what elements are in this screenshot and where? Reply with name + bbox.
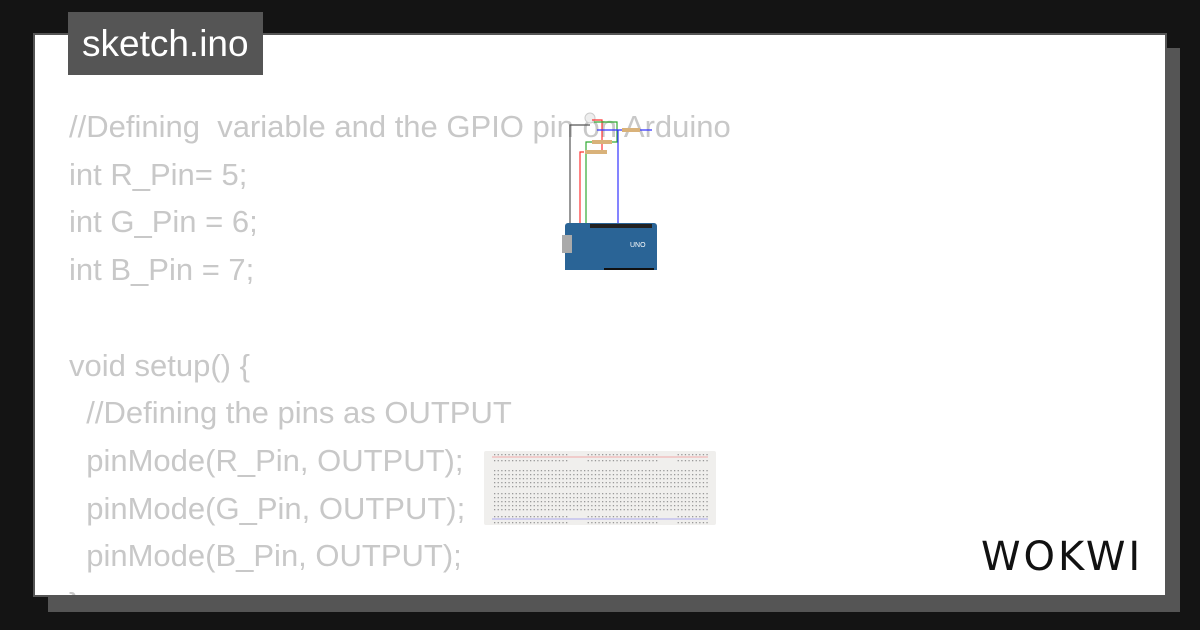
chip — [604, 268, 654, 270]
board-label: UNO — [630, 242, 646, 249]
resistor — [622, 128, 640, 132]
logo-text: WOKWI — [981, 534, 1143, 580]
wokwi-logo: WOKWI — [981, 534, 1143, 580]
code-line: pinMode(G_Pin, OUTPUT); — [69, 490, 466, 526]
code-line: } — [69, 586, 79, 595]
breadboard — [484, 451, 716, 525]
usb-port — [562, 235, 572, 253]
file-title: sketch.ino — [68, 12, 263, 75]
code-line: void setup() { — [69, 347, 250, 383]
code-line: //Defining variable and the GPIO pin on … — [69, 109, 731, 144]
preview-card: //Defining variable and the GPIO pin on … — [33, 33, 1167, 597]
code-preview: //Defining variable and the GPIO pin on … — [69, 103, 731, 595]
code-line: pinMode(B_Pin, OUTPUT); — [69, 538, 462, 574]
code-line: pinMode(R_Pin, OUTPUT); — [69, 442, 464, 478]
code-line: //Defining the pins as OUTPUT — [69, 395, 512, 431]
resistor — [592, 140, 612, 144]
arduino-circuit: UNO — [562, 112, 657, 270]
wire-gnd — [569, 124, 590, 225]
code-line: int R_Pin= 5; — [69, 156, 248, 192]
wire-blue — [597, 129, 652, 225]
resistor — [585, 150, 607, 154]
wire-red — [579, 119, 607, 225]
arduino-board — [565, 223, 657, 270]
code-line: int B_Pin = 7; — [69, 252, 255, 288]
wire-green — [585, 121, 618, 225]
code-line: int G_Pin = 6; — [69, 204, 258, 240]
rgb-led — [584, 112, 596, 124]
